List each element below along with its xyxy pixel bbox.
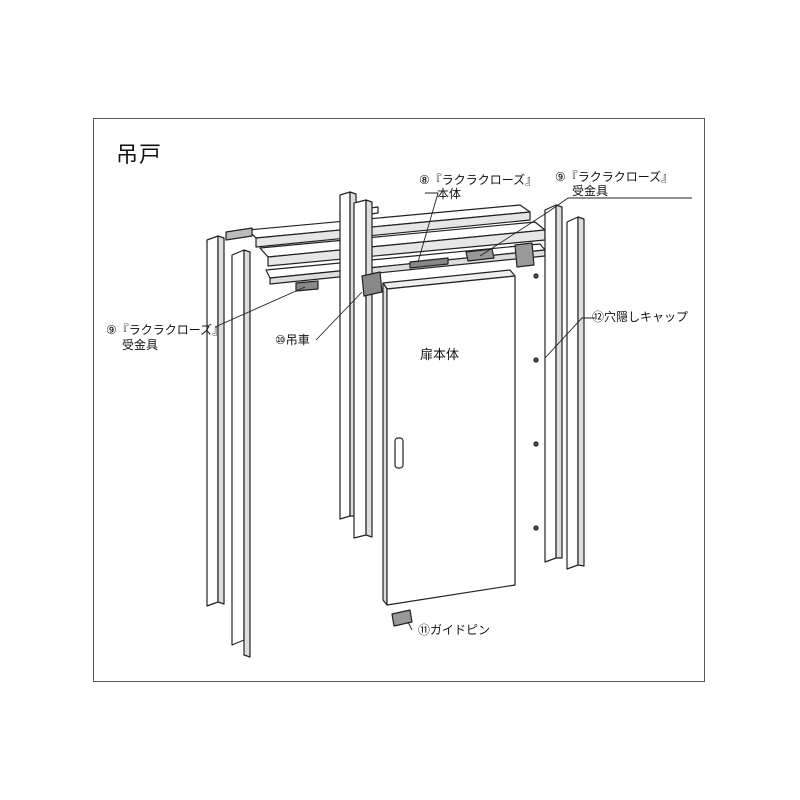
label-closer-body-1: ⑧『ラクラクローズ』 (419, 173, 538, 187)
label-receiver-right-1: ⑨『ラクラクローズ』 (555, 170, 674, 184)
left-post-inner (231, 249, 251, 658)
diagram-frame (93, 118, 705, 682)
guide-pin (391, 609, 413, 627)
label-guide-pin: ⑪ガイドピン (418, 623, 491, 637)
label-receiver-left-2: 受金具 (122, 338, 159, 352)
hole-caps (533, 273, 539, 531)
right-post-outer (566, 216, 585, 570)
label-closer-body-2: 本体 (437, 187, 462, 201)
label-receiver-left-1: ⑨『ラクラクローズ』 (106, 323, 225, 337)
right-post-inner (544, 204, 563, 563)
diagram-title: 吊戸 (116, 143, 163, 168)
label-hanger-wheel: ⑩吊車 (275, 333, 310, 347)
label-door-body: 扉本体 (420, 348, 460, 363)
center-stile (339, 191, 373, 539)
leader-lines (214, 192, 692, 631)
label-receiver-right-2: 受金具 (572, 184, 609, 198)
label-hole-cap: ⑫穴隠しキャップ (592, 310, 689, 324)
door-panel (382, 269, 516, 606)
hanger-wheel (361, 271, 383, 297)
door-handle (394, 437, 404, 469)
left-post-outer (206, 235, 225, 607)
